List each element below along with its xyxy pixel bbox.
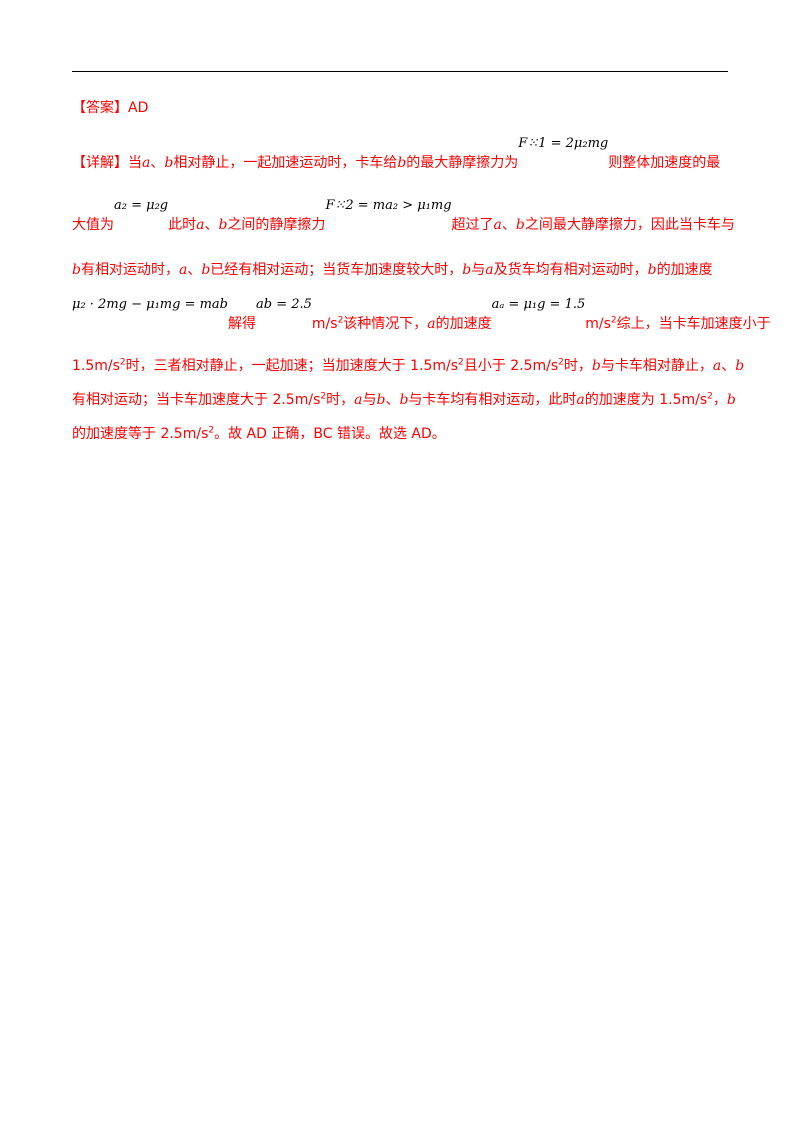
var-b: b <box>735 358 745 374</box>
superscript: 2 <box>558 357 564 368</box>
var-b: b <box>462 262 472 278</box>
var-a: a <box>576 392 585 408</box>
formula-newton-second-law: μ₂ · 2mg − μ₁mg = mab <box>72 297 228 312</box>
var-a: a <box>712 358 722 374</box>
text: 大值为 <box>72 217 114 233</box>
detail-line-1: 【详解】当a、b相对静止，一起加速运动时，卡车给b的最大静摩擦力为F⁙1 = 2… <box>72 136 721 174</box>
var-b: b <box>515 217 525 233</box>
text: 的加速度为 1.5m/s <box>584 392 708 408</box>
text: 、 <box>385 392 400 408</box>
text: 且小于 2.5m/s <box>463 358 559 374</box>
text: 的加速度 <box>656 262 713 278</box>
var-b: b <box>201 262 211 278</box>
text: 与 <box>362 392 377 408</box>
answer-value: AD <box>128 100 149 116</box>
var-b: b <box>591 358 601 374</box>
text: 综上，当卡车加速度小于 <box>616 316 771 332</box>
text: ， <box>712 392 727 408</box>
text: m/s <box>585 316 611 332</box>
detail-line-4: μ₂ · 2mg − μ₁mg = mab解得ab = 2.5m/s2该种情况下… <box>72 297 771 335</box>
text: 之间的静摩擦力 <box>227 217 326 233</box>
detail-line-2: 大值为a₂ = μ₂g此时a、b之间的静摩擦力F⁙2 = ma₂ > μ₁mg超… <box>72 198 735 236</box>
formula-max-acceleration: a₂ = μ₂g <box>114 198 169 213</box>
superscript: 2 <box>320 391 327 402</box>
text: 的加速度等于 2.5m/s <box>72 426 209 442</box>
text: 的加速度 <box>435 316 492 332</box>
text: 、 <box>501 217 516 233</box>
text: 时， <box>326 392 355 408</box>
text: 之间最大静摩擦力，因此当卡车与 <box>524 217 735 233</box>
superscript: 2 <box>458 357 464 368</box>
var-b: b <box>376 392 386 408</box>
formula-aa-value: aₐ = μ₁g = 1.5 <box>491 297 586 312</box>
detail-line-6: 有相对运动；当卡车加速度大于 2.5m/s2时，a与b、b与卡车均有相对运动，此… <box>72 390 736 410</box>
text: 则整体加速度的最 <box>608 155 721 171</box>
text: 该种情况下， <box>343 316 428 332</box>
text: 1.5m/s <box>72 358 120 374</box>
text: 时， <box>563 358 592 374</box>
text: 已经有相对运动；当货车加速度较大时， <box>210 262 463 278</box>
detail-label: 【详解】 <box>72 155 128 171</box>
detail-line-7: 的加速度等于 2.5m/s2。故 AD 正确，BC 错误。故选 AD。 <box>72 424 446 444</box>
var-a: a <box>196 217 205 233</box>
var-b: b <box>164 155 174 171</box>
var-a: a <box>493 217 502 233</box>
var-b: b <box>726 392 736 408</box>
var-a: a <box>142 155 151 171</box>
text: 、 <box>150 155 165 171</box>
var-a: a <box>178 262 188 278</box>
var-a: a <box>354 392 363 408</box>
superscript: 2 <box>707 391 713 402</box>
text: m/s <box>311 316 338 332</box>
var-b: b <box>399 392 409 408</box>
answer-label: 【答案】 <box>72 100 128 116</box>
var-b: b <box>72 262 81 278</box>
text: 及货车均有相对运动时， <box>493 262 648 278</box>
detail-line-5: 1.5m/s2时，三者相对静止，一起加速；当加速度大于 1.5m/s2且小于 2… <box>72 356 744 376</box>
superscript: 2 <box>610 315 617 326</box>
text: 相对静止，一起加速运动时，卡车给 <box>173 155 398 171</box>
text: 时，三者相对静止，一起加速；当加速度大于 1.5m/s <box>125 358 459 374</box>
text: 、 <box>187 262 202 278</box>
text: 有相对运动时， <box>80 262 179 278</box>
text: 与卡车相对静止， <box>600 358 713 374</box>
superscript: 2 <box>119 357 126 368</box>
formula-static-friction: F⁙2 = ma₂ > μ₁mg <box>325 198 452 213</box>
formula-max-static-friction: F⁙1 = 2μ₂mg <box>518 136 609 151</box>
var-b: b <box>218 217 228 233</box>
text: 的最大静摩擦力为 <box>406 155 519 171</box>
var-a: a <box>485 262 494 278</box>
text: 此时 <box>168 217 197 233</box>
var-a: a <box>427 316 436 332</box>
detail-line-3: b有相对运动时，a、b已经有相对运动；当货车加速度较大时，b与a及货车均有相对运… <box>72 260 713 280</box>
var-b: b <box>647 262 657 278</box>
superscript: 2 <box>208 425 215 436</box>
text: 与卡车均有相对运动，此时 <box>408 392 577 408</box>
var-b: b <box>397 155 407 171</box>
answer-line: 【答案】AD <box>72 98 148 118</box>
header-rule <box>72 71 728 72</box>
text: 、 <box>721 358 736 374</box>
text: 超过了 <box>451 217 494 233</box>
superscript: 2 <box>337 315 344 326</box>
text: 解得 <box>228 316 256 332</box>
formula-ab-value: ab = 2.5 <box>256 297 312 312</box>
text: 有相对运动；当卡车加速度大于 2.5m/s <box>72 392 321 408</box>
text: 。故 AD 正确，BC 错误。故选 AD。 <box>214 426 446 442</box>
text: 与 <box>471 262 486 278</box>
text: 、 <box>204 217 219 233</box>
text: 当 <box>128 155 142 171</box>
